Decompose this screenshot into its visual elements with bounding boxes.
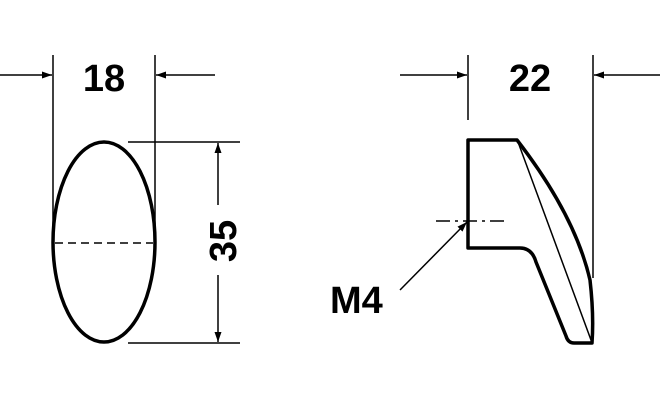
dimension-label-height: 35 bbox=[203, 220, 245, 262]
knob-side-edge bbox=[517, 141, 592, 341]
thread-leader-arrow bbox=[399, 221, 468, 291]
dimension-label-width: 18 bbox=[83, 58, 125, 100]
thread-label: M4 bbox=[330, 280, 383, 322]
knob-side-outline bbox=[466, 138, 595, 345]
knob-front-outline bbox=[51, 140, 157, 344]
dimension-label-depth: 22 bbox=[509, 58, 551, 100]
